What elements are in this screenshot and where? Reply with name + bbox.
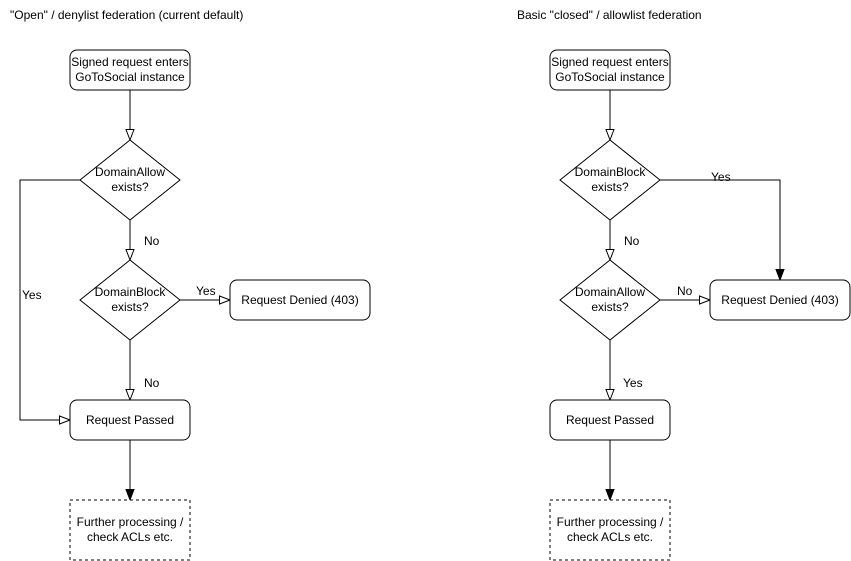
left-start-node (69, 49, 191, 91)
left-chart-shapes (19, 49, 371, 561)
right-denied-node (709, 279, 851, 321)
right-start-node (549, 49, 671, 91)
left-denied-node (229, 279, 371, 321)
right-block-yes-connector (660, 179, 785, 282)
right-further-node (549, 499, 671, 561)
left-chart-title: "Open" / denylist federation (current de… (10, 8, 244, 22)
right-domainallow-decision (559, 259, 661, 341)
left-further-node (69, 499, 191, 561)
left-domainblock-decision (79, 259, 181, 341)
right-domainblock-decision (559, 139, 661, 221)
left-domainallow-decision (79, 139, 181, 221)
right-chart-shapes (549, 49, 851, 561)
right-passed-node (549, 399, 671, 441)
left-passed-node (69, 399, 191, 441)
right-chart-title: Basic "closed" / allowlist federation (517, 8, 702, 22)
left-allow-yes-connector (19, 179, 80, 425)
